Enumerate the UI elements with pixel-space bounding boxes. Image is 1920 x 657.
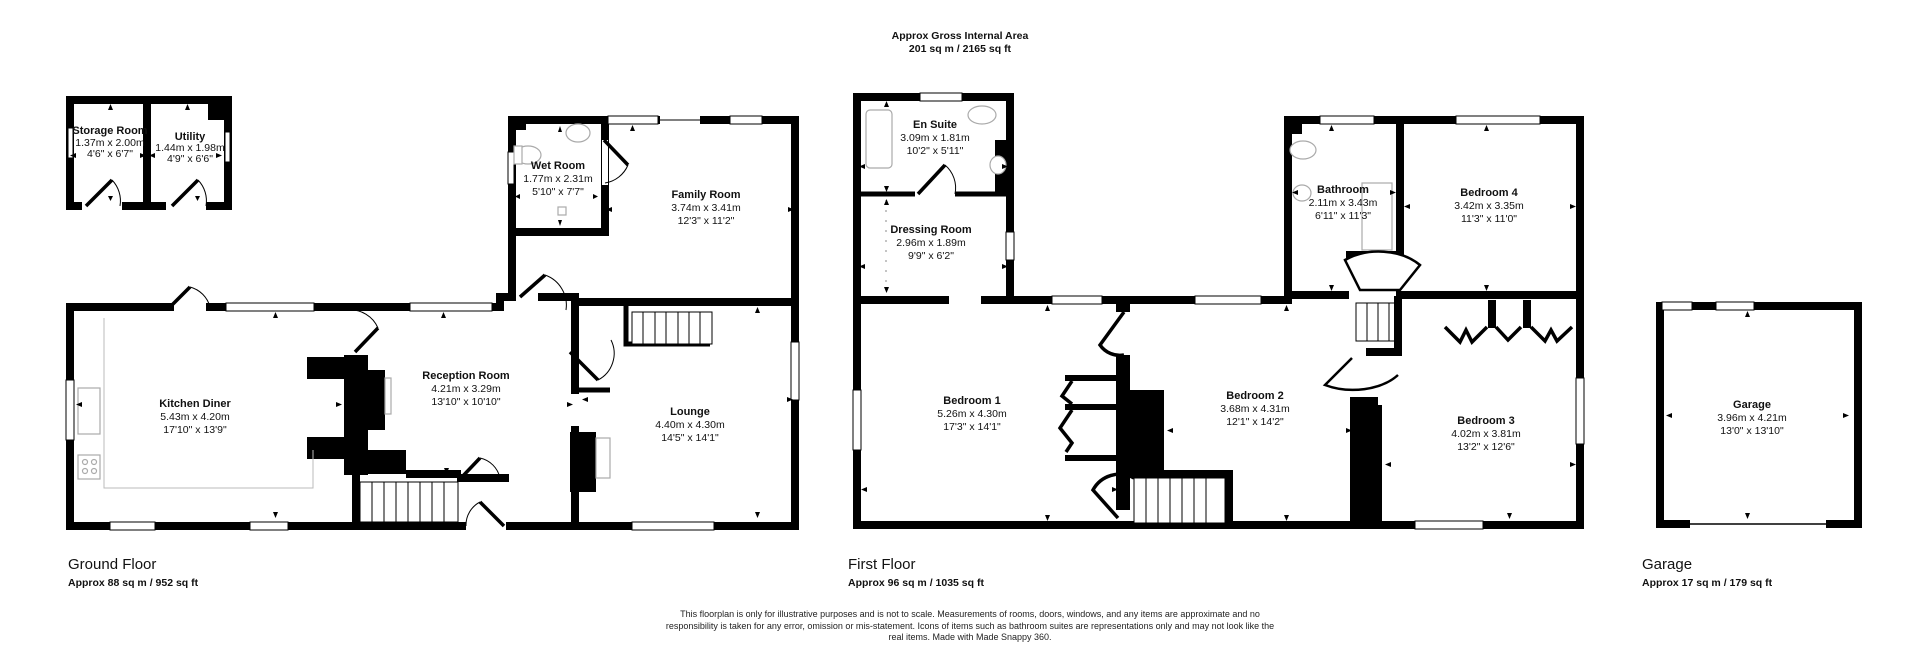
svg-text:Bathroom: Bathroom bbox=[1317, 184, 1369, 196]
svg-text:9'9" x 6'2": 9'9" x 6'2" bbox=[908, 250, 954, 262]
room-kitchen-diner: Kitchen Diner 5.43m x 4.20m 17'10" x 13'… bbox=[159, 398, 231, 436]
svg-text:3.96m x 4.21m: 3.96m x 4.21m bbox=[1717, 412, 1787, 424]
first-floor-label: First Floor Approx 96 sq m / 1035 sq ft bbox=[848, 556, 984, 590]
garage-floor-label: Garage Approx 17 sq m / 179 sq ft bbox=[1642, 556, 1772, 590]
svg-text:Bedroom 2: Bedroom 2 bbox=[1226, 390, 1283, 402]
room-bathroom: Bathroom 2.11m x 3.43m 6'11" x 11'3" bbox=[1309, 184, 1378, 222]
svg-text:2.96m x 1.89m: 2.96m x 1.89m bbox=[896, 237, 966, 249]
svg-text:13'0" x 13'10": 13'0" x 13'10" bbox=[1720, 425, 1784, 437]
floor-area: Approx 88 sq m / 952 sq ft bbox=[68, 577, 199, 589]
east-wing-walls bbox=[1284, 115, 1585, 530]
room-wet-room: Wet Room 1.77m x 2.31m 5'10" x 7'7" bbox=[523, 160, 593, 198]
svg-text:Reception Room: Reception Room bbox=[422, 370, 510, 382]
svg-text:Storage Room: Storage Room bbox=[72, 125, 147, 137]
floor-area: Approx 17 sq m / 179 sq ft bbox=[1642, 577, 1773, 589]
svg-text:14'5" x 14'1": 14'5" x 14'1" bbox=[661, 432, 719, 444]
svg-text:Garage: Garage bbox=[1733, 399, 1771, 411]
ground-floor-plan bbox=[65, 96, 800, 531]
svg-text:13'10" x 10'10": 13'10" x 10'10" bbox=[431, 396, 501, 408]
disclaimer-text: This floorplan is only for illustrative … bbox=[665, 609, 1275, 642]
svg-text:3.42m x 3.35m: 3.42m x 3.35m bbox=[1454, 200, 1524, 212]
room-en-suite: En Suite 3.09m x 1.81m 10'2" x 5'11" bbox=[900, 119, 970, 157]
room-family-room: Family Room 3.74m x 3.41m 12'3" x 11'2" bbox=[671, 189, 741, 227]
outbuilding bbox=[66, 96, 232, 210]
svg-text:3.68m x 4.31m: 3.68m x 4.31m bbox=[1220, 403, 1290, 415]
svg-text:Bedroom 4: Bedroom 4 bbox=[1460, 187, 1518, 199]
svg-text:5.43m x 4.20m: 5.43m x 4.20m bbox=[160, 411, 230, 423]
room-bedroom-1: Bedroom 1 5.26m x 4.30m 17'3" x 14'1" bbox=[937, 395, 1007, 433]
room-bedroom-3: Bedroom 3 4.02m x 3.81m 13'2" x 12'6" bbox=[1451, 415, 1521, 453]
gross-internal-area: Approx Gross Internal Area 201 sq m / 21… bbox=[760, 30, 1160, 56]
svg-text:En Suite: En Suite bbox=[913, 119, 957, 131]
floor-name: Garage bbox=[1642, 556, 1693, 573]
floor-name: Ground Floor bbox=[68, 556, 157, 573]
svg-text:Bedroom 3: Bedroom 3 bbox=[1457, 415, 1514, 427]
svg-text:11'3" x 11'0": 11'3" x 11'0" bbox=[1461, 213, 1517, 225]
floor-name: First Floor bbox=[848, 556, 916, 573]
svg-text:Kitchen Diner: Kitchen Diner bbox=[159, 398, 231, 410]
gia-title: Approx Gross Internal Area bbox=[891, 30, 1029, 42]
room-utility: Utility 1.44m x 1.98m 4'9" x 6'6" bbox=[155, 131, 225, 165]
en-suite-dressing-walls bbox=[853, 92, 1015, 304]
svg-text:Lounge: Lounge bbox=[670, 406, 710, 418]
ground-floor-label: Ground Floor Approx 88 sq m / 952 sq ft bbox=[68, 556, 198, 590]
svg-text:Family Room: Family Room bbox=[671, 189, 740, 201]
svg-text:5.26m x 4.30m: 5.26m x 4.30m bbox=[937, 408, 1007, 420]
svg-text:3.74m x 3.41m: 3.74m x 3.41m bbox=[671, 202, 741, 214]
svg-text:4.40m x 4.30m: 4.40m x 4.30m bbox=[655, 419, 725, 431]
svg-text:1.37m x 2.00m: 1.37m x 2.00m bbox=[75, 137, 145, 149]
svg-text:Dressing Room: Dressing Room bbox=[890, 224, 972, 236]
first-floor-plan bbox=[852, 92, 1585, 530]
bedroom-1-2-walls bbox=[852, 295, 1349, 529]
room-lounge: Lounge 4.40m x 4.30m 14'5" x 14'1" bbox=[655, 406, 725, 444]
svg-text:13'2" x 12'6": 13'2" x 12'6" bbox=[1457, 441, 1515, 453]
room-bedroom-2: Bedroom 2 3.68m x 4.31m 12'1" x 14'2" bbox=[1220, 390, 1290, 428]
gia-total: 201 sq m / 2165 sq ft bbox=[908, 43, 1012, 55]
svg-text:4.21m x 3.29m: 4.21m x 3.29m bbox=[431, 383, 501, 395]
svg-text:Bedroom 1: Bedroom 1 bbox=[943, 395, 1000, 407]
svg-text:3.09m x 1.81m: 3.09m x 1.81m bbox=[900, 132, 970, 144]
room-garage: Garage 3.96m x 4.21m 13'0" x 13'10" bbox=[1717, 399, 1787, 437]
room-bedroom-4: Bedroom 4 3.42m x 3.35m 11'3" x 11'0" bbox=[1454, 187, 1524, 225]
svg-text:Wet Room: Wet Room bbox=[531, 160, 585, 172]
room-storage-room: Storage Room 1.37m x 2.00m 4'6" x 6'7" bbox=[72, 125, 147, 160]
svg-text:1.77m x 2.31m: 1.77m x 2.31m bbox=[523, 173, 593, 185]
garage-plan bbox=[1656, 301, 1862, 528]
svg-text:5'10" x 7'7": 5'10" x 7'7" bbox=[532, 186, 584, 198]
svg-text:Utility: Utility bbox=[175, 131, 206, 143]
room-reception-room: Reception Room 4.21m x 3.29m 13'10" x 10… bbox=[422, 370, 510, 408]
wet-room-walls bbox=[507, 116, 630, 236]
main-ground-walls bbox=[65, 273, 800, 531]
svg-text:2.11m x 3.43m: 2.11m x 3.43m bbox=[1309, 197, 1378, 209]
svg-text:12'3" x 11'2": 12'3" x 11'2" bbox=[678, 215, 735, 227]
svg-text:4'9" x 6'6": 4'9" x 6'6" bbox=[167, 153, 213, 165]
svg-text:4'6" x 6'7": 4'6" x 6'7" bbox=[87, 148, 133, 160]
room-labels: Storage Room 1.37m x 2.00m 4'6" x 6'7" U… bbox=[72, 119, 1787, 453]
floor-area: Approx 96 sq m / 1035 sq ft bbox=[848, 577, 984, 589]
svg-text:6'11" x 11'3": 6'11" x 11'3" bbox=[1315, 210, 1371, 222]
room-dressing-room: Dressing Room 2.96m x 1.89m 9'9" x 6'2" bbox=[890, 224, 972, 262]
family-room-walls bbox=[508, 115, 799, 301]
svg-text:17'3" x 14'1": 17'3" x 14'1" bbox=[943, 421, 1001, 433]
svg-text:1.44m x 1.98m: 1.44m x 1.98m bbox=[155, 142, 225, 154]
svg-text:12'1" x 14'2": 12'1" x 14'2" bbox=[1226, 416, 1284, 428]
svg-text:10'2" x 5'11": 10'2" x 5'11" bbox=[907, 145, 964, 157]
svg-text:17'10" x 13'9": 17'10" x 13'9" bbox=[163, 424, 227, 436]
svg-text:4.02m x 3.81m: 4.02m x 3.81m bbox=[1451, 428, 1521, 440]
